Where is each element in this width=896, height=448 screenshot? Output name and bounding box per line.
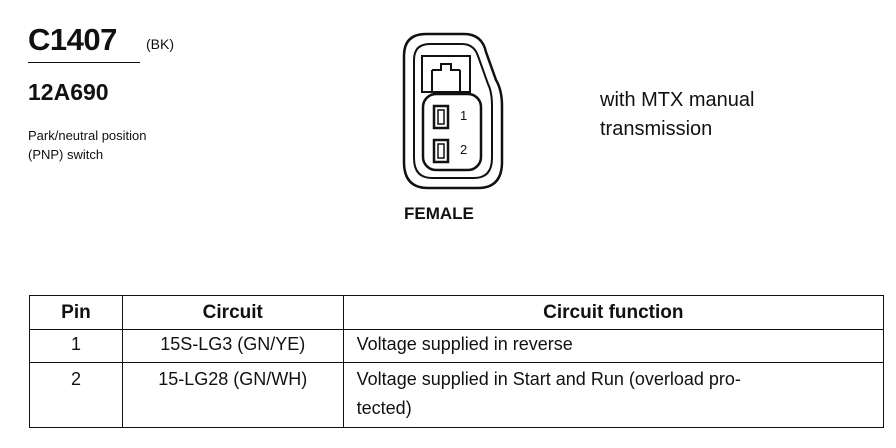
connector-gender-label: FEMALE (404, 204, 474, 223)
cell-circuit-function: Voltage supplied in Start and Run (overl… (342, 362, 885, 428)
description-line: (PNP) switch (28, 147, 104, 162)
cell-circuit: 15-LG28 (GN/WH) (121, 362, 344, 428)
part-number: 12A690 (28, 79, 109, 105)
function-line: Voltage supplied in Start and Run (overl… (356, 369, 741, 389)
color-code: (BK) (146, 36, 174, 52)
cell-pin: 1 (29, 329, 123, 363)
header-pin: Pin (29, 295, 123, 330)
table-row: 1 15S-LG3 (GN/YE) Voltage supplied in re… (29, 329, 885, 363)
table-row: 2 15-LG28 (GN/WH) Voltage supplied in St… (29, 362, 885, 428)
transmission-note: with MTX manual transmission (600, 86, 755, 144)
connector-id: C1407 (28, 22, 117, 57)
connector-face-drawing (402, 32, 504, 190)
connector-inner-shell (413, 43, 493, 179)
pin-cavity-block (421, 92, 483, 172)
function-line: Voltage supplied in reverse (356, 334, 573, 354)
header-circuit-function: Circuit function (342, 295, 885, 330)
header-circuit: Circuit (121, 295, 344, 330)
note-line: transmission (600, 118, 713, 140)
pin-1-label: 1 (460, 108, 468, 123)
title-rule (28, 62, 140, 63)
pin-1-terminal (432, 104, 450, 130)
function-line: tected) (356, 398, 412, 418)
note-line: with MTX manual (600, 89, 755, 111)
cell-circuit-function: Voltage supplied in reverse (342, 329, 885, 363)
cell-pin: 2 (29, 362, 123, 428)
pin-2-label: 2 (460, 142, 468, 157)
table-header-row: Pin Circuit Circuit function (29, 295, 885, 330)
cell-circuit: 15S-LG3 (GN/YE) (121, 329, 344, 363)
locking-latch (421, 55, 471, 93)
pin-2-terminal (432, 138, 450, 164)
pin-circuit-table: Pin Circuit Circuit function 1 15S-LG3 (… (29, 295, 885, 428)
connector-description: Park/neutral position (PNP) switch (28, 126, 147, 164)
description-line: Park/neutral position (28, 128, 147, 143)
connector-outer-shell (402, 32, 504, 190)
